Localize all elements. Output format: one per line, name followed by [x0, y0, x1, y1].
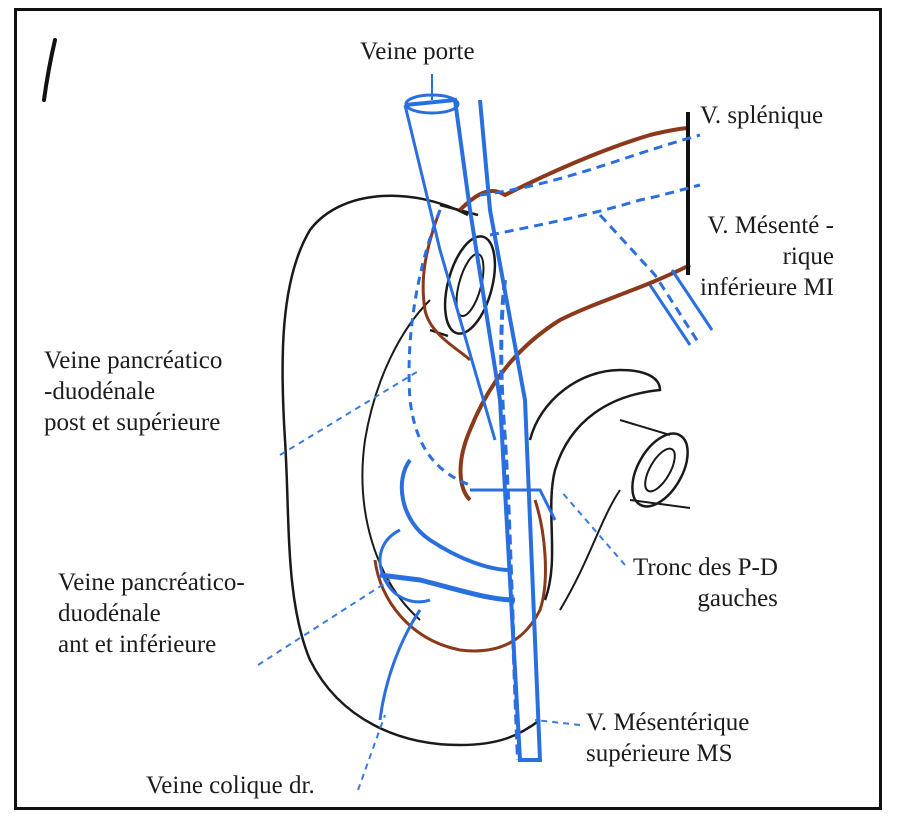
label-veine-colique-dr: Veine colique dr.	[146, 770, 315, 801]
label-tronc-pd-gauches-line1: Tronc des P-D	[633, 552, 778, 583]
label-veine-pd-ant-inf-line1: Veine pancréatico-	[58, 567, 245, 598]
leader-tronc	[560, 490, 625, 565]
duodenum-cut-section	[436, 231, 504, 339]
inferior-mesenteric-vein	[600, 215, 700, 345]
jejunum-lower-outline	[560, 490, 620, 610]
duodenum-inner-outline	[362, 300, 430, 620]
label-veine-pd-post-sup: Veine pancréatico -duodénale post et sup…	[44, 345, 222, 438]
label-v-mesenterique-sup: V. Mésentérique supérieure MS	[586, 707, 749, 769]
left-pd-trunk	[470, 490, 555, 520]
label-v-mesenterique-inf-line2: rique	[700, 241, 834, 272]
splenic-vein-lower	[490, 185, 700, 235]
label-v-splenique: V. splénique	[700, 100, 823, 131]
label-veine-porte: Veine porte	[360, 36, 475, 67]
label-veine-pd-ant-inf-line3: ant et inférieure	[58, 629, 245, 660]
ant-inf-pd-vein	[402, 460, 510, 570]
label-veine-pd-post-sup-line2: -duodénale	[44, 376, 222, 407]
leader-ant-inf	[258, 580, 390, 665]
label-veine-pd-ant-inf-line2: duodénale	[58, 598, 245, 629]
label-v-mesenterique-inf: V. Mésenté - rique inférieure MI	[700, 210, 834, 303]
label-veine-pd-post-sup-line1: Veine pancréatico	[44, 345, 222, 376]
label-tronc-pd-gauches: Tronc des P-D gauches	[633, 552, 778, 614]
label-tronc-pd-gauches-line2: gauches	[633, 583, 778, 614]
label-v-mesenterique-inf-line1: V. Mésenté -	[700, 210, 834, 241]
label-v-mesenterique-sup-line1: V. Mésentérique	[586, 707, 749, 738]
label-veine-pd-ant-inf: Veine pancréatico- duodénale ant et infé…	[58, 567, 245, 660]
label-veine-pd-post-sup-line3: post et supérieure	[44, 407, 222, 438]
jejunum-cut-section	[621, 424, 699, 515]
label-v-mesenterique-sup-line2: supérieure MS	[586, 738, 749, 769]
leader-colique	[358, 715, 385, 790]
ant-inf-pd-vein-3	[380, 530, 430, 602]
splenic-vein	[480, 135, 700, 195]
leader-post-sup	[280, 370, 420, 455]
right-colic-vein	[380, 610, 420, 720]
pen-stroke-mark	[44, 40, 55, 100]
leader-msup	[535, 720, 580, 725]
label-v-mesenterique-inf-line3: inférieure MI	[700, 272, 834, 303]
